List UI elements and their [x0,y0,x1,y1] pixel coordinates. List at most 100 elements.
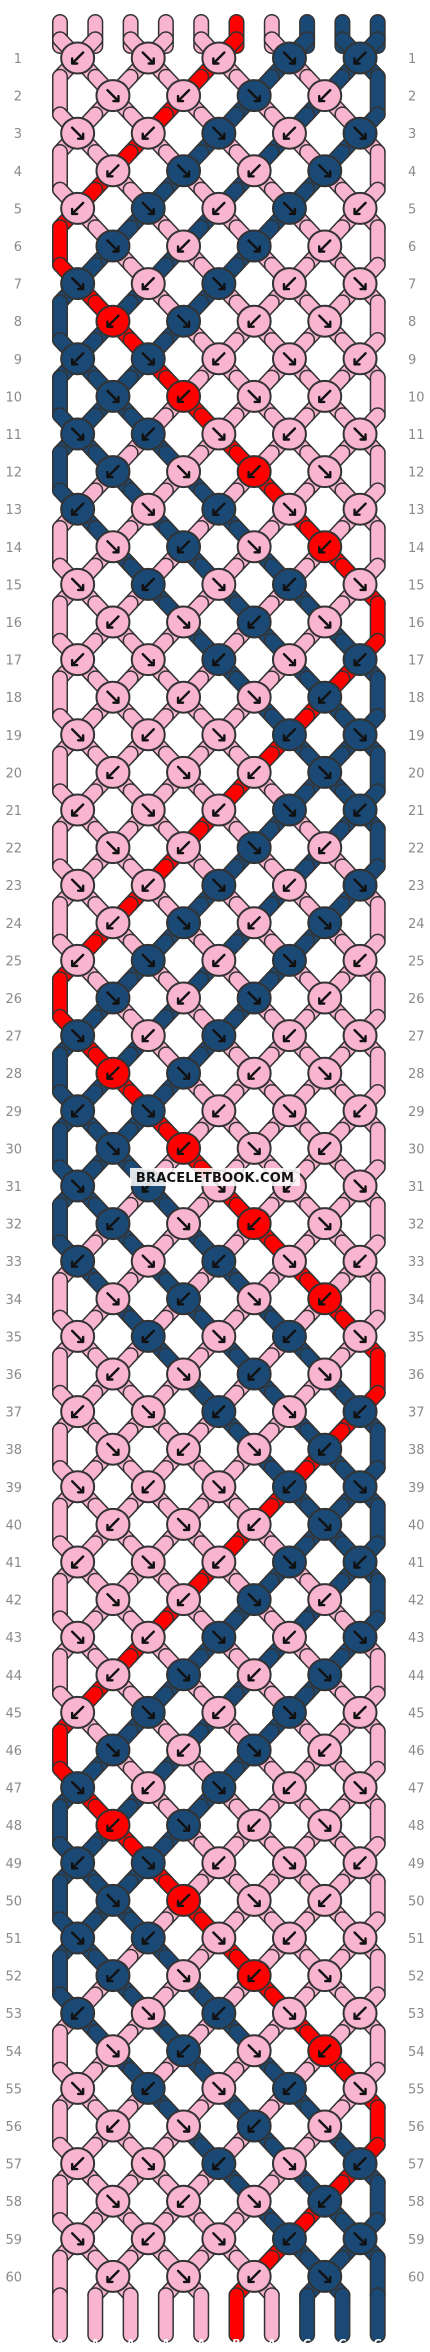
arrow-down-left-icon [318,88,332,103]
knot [95,1808,131,1842]
arrow-down-right-icon [247,2194,261,2208]
arrow-down-left-icon [70,1254,85,1268]
knot [60,267,96,301]
arrow-down-right-icon [106,840,120,855]
arrow-down-left-icon [70,2006,85,2020]
knot [271,1620,307,1654]
row-number-left: 10 [5,390,22,405]
knot [60,2222,96,2256]
arrow-down-left-icon [106,1818,120,1832]
knot [271,1996,307,2030]
knot [166,1883,202,1917]
knot [166,379,202,413]
knot [95,79,131,113]
watermark: BRACELETBOOK.COM [130,1168,300,1186]
knot [271,1470,307,1504]
arrow-down-right-icon [176,164,191,178]
knot [166,755,202,789]
arrow-down-right-icon [106,389,120,404]
knot [60,1771,96,1805]
knot [236,1658,272,1692]
arrow-down-left-icon [106,1968,120,1983]
knot [130,1846,166,1880]
knot [95,2034,131,2068]
knot [201,1019,237,1053]
knot [166,1357,202,1391]
arrow-down-left-icon [70,1104,85,1118]
arrow-down-right-icon [70,427,85,441]
row-number-right: 6 [408,240,416,255]
row-number-left: 17 [5,654,22,669]
knot [95,1583,131,1617]
arrow-down-left-icon [70,1555,85,1569]
arrow-down-left-icon [318,1292,332,1306]
arrow-down-right-icon [282,953,297,968]
arrow-down-right-icon [176,1517,191,1532]
knot [342,1019,378,1053]
knot [166,831,202,865]
knot [166,2259,202,2293]
knot [236,906,272,940]
row-number-right: 5 [408,202,416,217]
row-number-right: 13 [408,503,425,518]
arrow-down-left-icon [353,2156,367,2171]
knot [236,1883,272,1917]
knot [201,191,237,225]
arrow-down-left-icon [176,1292,191,1306]
string-label-bottom: C [374,2337,382,2350]
arrow-down-left-icon [247,1818,261,1832]
row-number-left: 19 [5,729,22,744]
arrow-down-right-icon [247,1592,261,1607]
string-label-top: A [268,3,277,16]
string-label-top: B [232,3,240,16]
knot [60,342,96,376]
row-number-left: 18 [5,691,22,706]
row-number-left: 23 [5,879,22,894]
row-number-right: 30 [408,1142,425,1157]
knot [60,1846,96,1880]
knot [60,1244,96,1278]
string-label-bottom: B [232,2337,240,2350]
row-number-right: 35 [408,1330,425,1345]
knot [130,567,166,601]
knot [95,530,131,564]
knot [342,643,378,677]
arrow-down-left-icon [141,728,155,742]
knot [271,2222,307,2256]
arrow-down-left-icon [318,239,332,253]
arrow-down-left-icon [70,502,85,516]
arrow-down-right-icon [176,1968,191,1983]
row-number-right: 8 [408,315,416,330]
knot [130,1996,166,2030]
string-label-bottom: A [268,2337,277,2350]
knot [271,1319,307,1353]
knot [60,868,96,902]
row-number-right: 23 [408,879,425,894]
knot [130,793,166,827]
row-number-left: 38 [5,1443,22,1458]
arrow-down-left-icon [176,690,191,704]
knot [60,1019,96,1053]
arrow-down-left-icon [353,953,367,968]
arrow-down-left-icon [282,577,297,592]
arrow-down-left-icon [70,51,85,65]
arrow-down-left-icon [247,2269,261,2284]
arrow-down-right-icon [106,1743,120,1757]
arrow-down-right-icon [70,1028,85,1043]
knot [236,1959,272,1993]
arrow-down-right-icon [282,1104,297,1118]
arrow-down-right-icon [282,2156,297,2171]
knot [236,1808,272,1842]
arrow-down-right-icon [141,803,155,817]
row-number-right: 34 [408,1293,425,1308]
knot [95,2184,131,2218]
row-number-right: 27 [408,1030,425,1045]
arrow-down-right-icon [282,201,297,216]
knot [95,1131,131,1165]
arrow-down-right-icon [318,464,332,479]
row-number-left: 57 [5,2158,22,2173]
knot [166,1583,202,1617]
arrow-down-left-icon [176,840,191,855]
knot [166,154,202,188]
